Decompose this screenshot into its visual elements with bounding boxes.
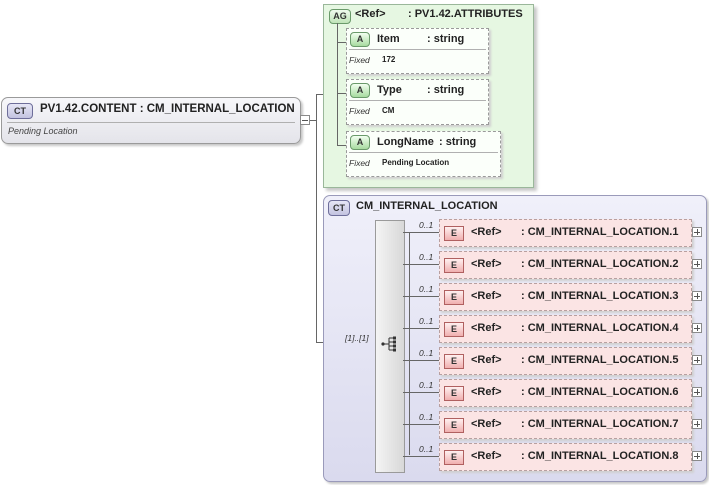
expand-toggle[interactable] — [692, 323, 702, 333]
expand-toggle[interactable] — [692, 355, 702, 365]
element-connector — [403, 232, 439, 233]
attribute-group-box[interactable]: AG <Ref> : PV1.42.ATTRIBUTES A Item : st… — [323, 4, 534, 188]
element-cm-internal-location-2[interactable]: E <Ref> : CM_INTERNAL_LOCATION.2 — [439, 251, 692, 279]
attribute-badge: A — [350, 135, 370, 150]
element-connector — [403, 328, 439, 329]
attribute-group-name: : PV1.42.ATTRIBUTES — [408, 8, 523, 20]
fixed-value: 172 — [382, 55, 396, 64]
element-cm-internal-location-5[interactable]: E <Ref> : CM_INTERNAL_LOCATION.5 — [439, 347, 692, 375]
expand-toggle[interactable] — [692, 291, 702, 301]
attribute-connector-1 — [337, 42, 347, 43]
attribute-type: : string — [427, 33, 465, 45]
element-occurrence: 0..1 — [419, 348, 434, 358]
fixed-label: Fixed — [349, 106, 370, 116]
element-occurrence: 0..1 — [419, 252, 434, 262]
element-connector — [403, 456, 439, 457]
element-occurrence: 0..1 — [419, 380, 434, 390]
element-cm-internal-location-1[interactable]: E <Ref> : CM_INTERNAL_LOCATION.1 — [439, 219, 692, 247]
root-separator — [7, 122, 295, 123]
element-badge: E — [444, 386, 464, 401]
element-badge: E — [444, 258, 464, 273]
attribute-name: Type — [377, 84, 402, 96]
element-ref: <Ref> — [471, 450, 502, 462]
attribute-vertical-line — [337, 23, 338, 146]
fixed-value: CM — [382, 106, 395, 115]
element-connector — [403, 296, 439, 297]
element-type: : CM_INTERNAL_LOCATION.2 — [521, 258, 679, 270]
attribute-longname[interactable]: A LongName : string Fixed Pending Locati… — [346, 131, 501, 177]
expand-toggle[interactable] — [692, 227, 702, 237]
element-badge: E — [444, 226, 464, 241]
attribute-group-connector-line — [316, 94, 324, 95]
element-type: : CM_INTERNAL_LOCATION.5 — [521, 354, 679, 366]
attribute-connector-3 — [337, 145, 347, 146]
element-cm-internal-location-6[interactable]: E <Ref> : CM_INTERNAL_LOCATION.6 — [439, 379, 692, 407]
element-connector — [403, 392, 439, 393]
attribute-separator — [349, 49, 486, 50]
element-ref: <Ref> — [471, 386, 502, 398]
element-occurrence: 0..1 — [419, 316, 434, 326]
element-cm-internal-location-8[interactable]: E <Ref> : CM_INTERNAL_LOCATION.8 — [439, 443, 692, 471]
element-badge: E — [444, 354, 464, 369]
complex-type-name: CM_INTERNAL_LOCATION — [356, 200, 498, 212]
attribute-type: : string — [427, 84, 465, 96]
element-ref: <Ref> — [471, 322, 502, 334]
expand-toggle[interactable] — [692, 259, 702, 269]
element-cm-internal-location-4[interactable]: E <Ref> : CM_INTERNAL_LOCATION.4 — [439, 315, 692, 343]
attribute-item[interactable]: A Item : string Fixed 172 — [346, 28, 489, 74]
complex-type-badge: CT — [328, 200, 350, 216]
element-ref: <Ref> — [471, 258, 502, 270]
element-occurrence: 0..1 — [419, 412, 434, 422]
attribute-separator — [349, 100, 486, 101]
attribute-separator — [349, 152, 498, 153]
trunk-vertical-line — [316, 94, 317, 342]
element-occurrence: 0..1 — [419, 284, 434, 294]
fixed-label: Fixed — [349, 55, 370, 65]
element-connector — [403, 360, 439, 361]
expand-toggle[interactable] — [692, 387, 702, 397]
attribute-badge: A — [350, 83, 370, 98]
attribute-badge: A — [350, 32, 370, 47]
elements-vertical-line — [409, 232, 410, 455]
sequence-occurrence: [1]..[1] — [345, 333, 369, 343]
expand-toggle[interactable] — [692, 451, 702, 461]
element-cm-internal-location-7[interactable]: E <Ref> : CM_INTERNAL_LOCATION.7 — [439, 411, 692, 439]
element-type: : CM_INTERNAL_LOCATION.1 — [521, 226, 679, 238]
root-documentation: Pending Location — [8, 126, 78, 136]
element-ref: <Ref> — [471, 354, 502, 366]
element-type: : CM_INTERNAL_LOCATION.8 — [521, 450, 679, 462]
root-title: PV1.42.CONTENT : CM_INTERNAL_LOCATION — [40, 103, 295, 115]
attribute-group-ref: <Ref> — [355, 8, 386, 20]
attribute-connector-2 — [337, 93, 347, 94]
attribute-group-badge: AG — [329, 9, 351, 24]
element-ref: <Ref> — [471, 418, 502, 430]
element-cm-internal-location-3[interactable]: E <Ref> : CM_INTERNAL_LOCATION.3 — [439, 283, 692, 311]
element-occurrence: 0..1 — [419, 220, 434, 230]
element-badge: E — [444, 322, 464, 337]
element-type: : CM_INTERNAL_LOCATION.4 — [521, 322, 679, 334]
element-ref: <Ref> — [471, 226, 502, 238]
element-type: : CM_INTERNAL_LOCATION.6 — [521, 386, 679, 398]
fixed-label: Fixed — [349, 158, 370, 168]
complex-type-badge: CT — [7, 103, 33, 119]
attribute-name: Item — [377, 33, 400, 45]
element-badge: E — [444, 290, 464, 305]
root-complex-type[interactable]: CT PV1.42.CONTENT : CM_INTERNAL_LOCATION… — [1, 97, 301, 144]
element-type: : CM_INTERNAL_LOCATION.7 — [521, 418, 679, 430]
element-connector — [403, 264, 439, 265]
fixed-value: Pending Location — [382, 158, 450, 167]
element-type: : CM_INTERNAL_LOCATION.3 — [521, 290, 679, 302]
element-badge: E — [444, 418, 464, 433]
expand-toggle[interactable] — [692, 419, 702, 429]
element-ref: <Ref> — [471, 290, 502, 302]
element-occurrence: 0..1 — [419, 444, 434, 454]
attribute-type: : string — [439, 136, 477, 148]
root-collapse-toggle[interactable] — [300, 115, 310, 125]
attribute-name: LongName — [377, 136, 434, 148]
element-badge: E — [444, 450, 464, 465]
sequence-icon — [381, 336, 396, 352]
attribute-type[interactable]: A Type : string Fixed CM — [346, 79, 489, 125]
element-connector — [403, 424, 439, 425]
